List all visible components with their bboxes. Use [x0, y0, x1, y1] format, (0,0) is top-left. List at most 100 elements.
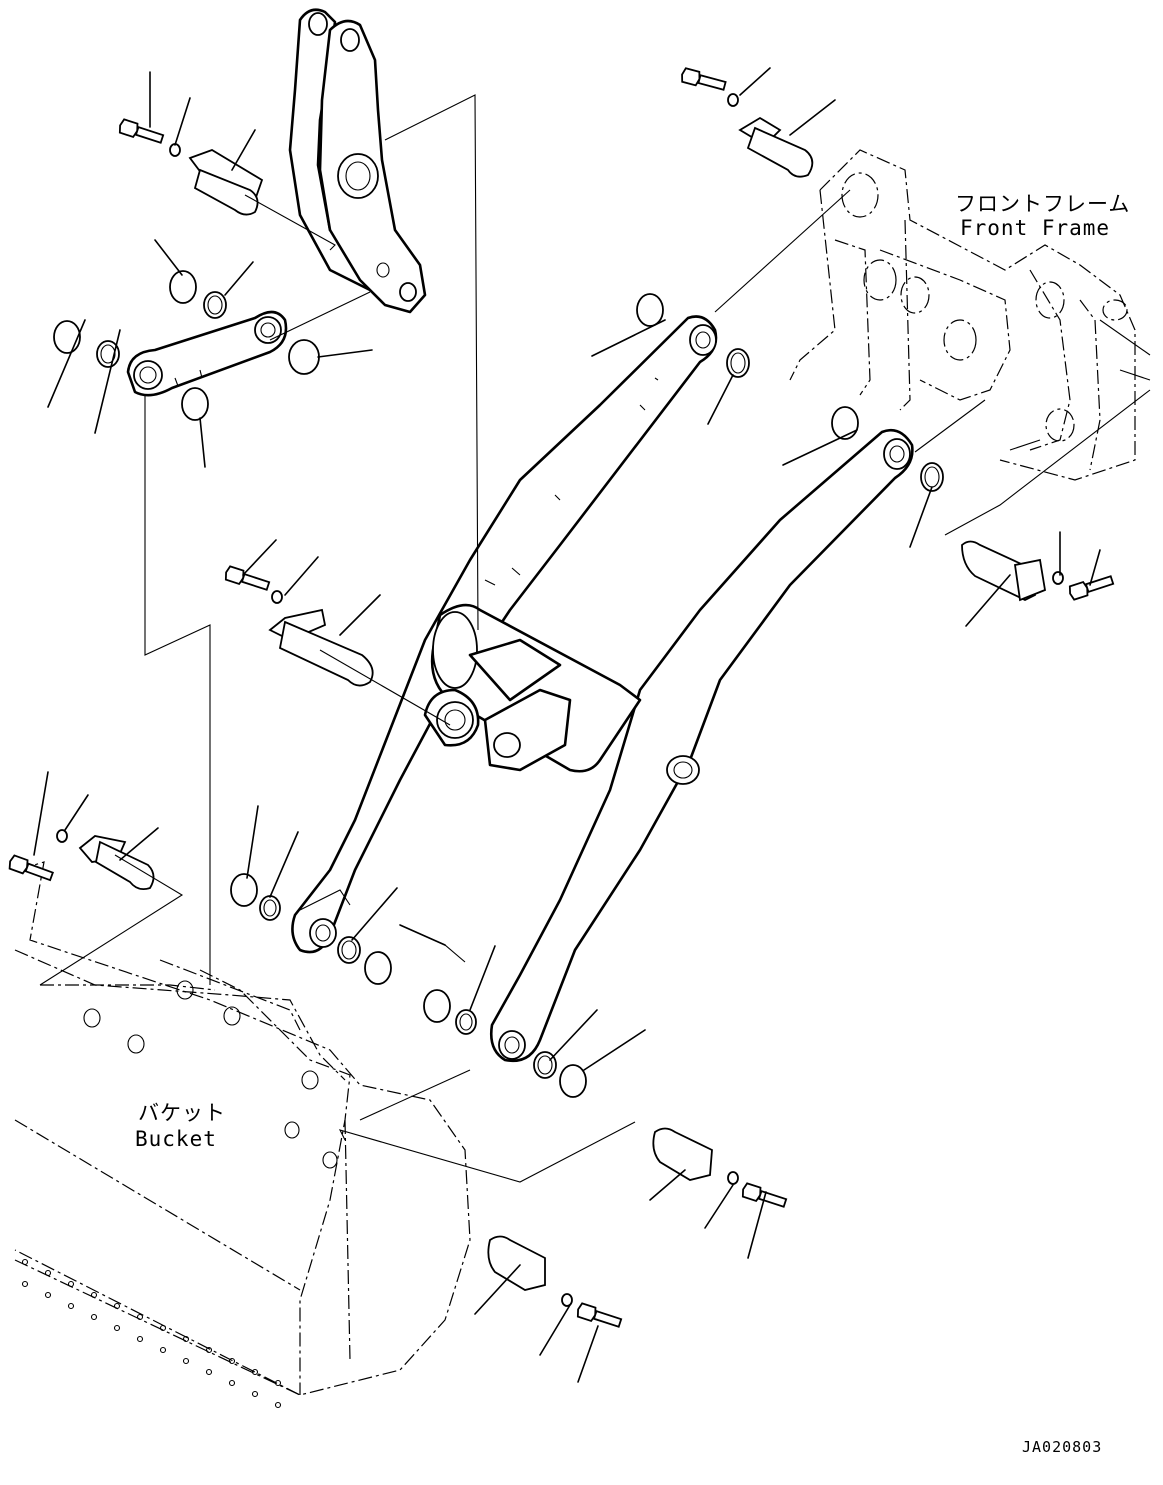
bolt-shank [134, 126, 165, 144]
bucket-hole [274, 1379, 282, 1387]
bolt-head [1068, 580, 1089, 601]
bucket-hole [44, 1269, 52, 1277]
leader-line [539, 1304, 571, 1356]
leader-line [269, 831, 299, 898]
bolt-shank [1084, 575, 1115, 593]
bucket-hole [44, 1291, 52, 1299]
shim [169, 270, 197, 304]
bolt [681, 67, 727, 91]
shim [455, 1009, 477, 1035]
bucket-hole [113, 1302, 121, 1310]
leader-line [707, 374, 734, 425]
bucket-hole [205, 1368, 213, 1376]
bucket-hole [67, 1302, 75, 1310]
bucket-outline [14, 861, 471, 1409]
shim [636, 293, 664, 327]
bucket-hole [274, 1401, 282, 1409]
shim [423, 989, 451, 1023]
leader-line [739, 67, 771, 96]
shim-inner [341, 940, 357, 960]
leader-line [339, 594, 381, 636]
washer [561, 1293, 573, 1307]
bucket-hole [136, 1313, 144, 1321]
leader-line [246, 805, 259, 879]
leader-line [549, 1009, 598, 1061]
leader-line [64, 794, 89, 831]
shim [288, 339, 320, 375]
bucket-hole [21, 1280, 29, 1288]
bucket-hole [159, 1346, 167, 1354]
bucket-hole [159, 1324, 167, 1332]
leader-line [789, 99, 836, 136]
leader-line [583, 1029, 646, 1071]
bucket-hole [113, 1324, 121, 1332]
bucket-hole [251, 1390, 259, 1398]
washer [169, 143, 181, 157]
washer [727, 93, 739, 107]
shim-inner [263, 899, 277, 917]
cross-tube [423, 567, 642, 773]
leader-line [174, 97, 191, 146]
shim [53, 320, 81, 354]
shim-inner [207, 295, 223, 315]
shim [181, 387, 209, 421]
bucket-hole [21, 1258, 29, 1266]
leader-line [154, 239, 183, 276]
leader-line [469, 945, 496, 1011]
leader-line [47, 319, 86, 408]
shim-inner [100, 344, 116, 364]
shim [230, 873, 258, 907]
bucket-hole [228, 1379, 236, 1387]
pins [78, 116, 1047, 1291]
bucket-hole [228, 1357, 236, 1365]
leader-line [284, 556, 319, 596]
front-frame-outline [789, 149, 1151, 481]
bolt [8, 854, 54, 882]
leader-line [577, 1325, 599, 1383]
tilt-link [126, 310, 288, 397]
leader-line [231, 129, 256, 171]
leader-line [351, 887, 398, 941]
leader-line [591, 319, 666, 357]
leader-line [649, 1169, 686, 1201]
shim-inner [730, 352, 746, 374]
shim [559, 1064, 587, 1098]
bolt-head [681, 67, 701, 87]
boom-arm-right [490, 428, 914, 1063]
bucket-label-en: Bucket [135, 1127, 217, 1151]
bucket-hole [205, 1346, 213, 1354]
leader-line [224, 261, 254, 296]
bucket-hole [182, 1335, 190, 1343]
bucket-hole [182, 1357, 190, 1365]
leader-line [33, 771, 49, 856]
washer [271, 590, 283, 604]
shim-inner [537, 1055, 553, 1075]
shim-inner [459, 1013, 473, 1031]
bolt-head [741, 1182, 762, 1203]
bucket-label-jp: バケット [138, 1101, 226, 1125]
washer [1052, 571, 1064, 585]
leader-line [242, 539, 277, 576]
bucket-hole [136, 1335, 144, 1343]
grouping-lines [39, 94, 1151, 1183]
bolt [224, 565, 271, 591]
shim [364, 951, 392, 985]
bolts-washers [8, 67, 1115, 1328]
bolt [118, 118, 165, 144]
washer [56, 829, 68, 843]
bucket-hole [90, 1291, 98, 1299]
bucket-hole [251, 1368, 259, 1376]
bell-crank [288, 8, 427, 314]
bolt-shank [592, 1310, 623, 1328]
boom-arm-left [291, 315, 718, 954]
washer [727, 1171, 739, 1185]
bucket-hole [90, 1313, 98, 1321]
bolt-shank [697, 74, 727, 91]
shims [53, 270, 944, 1098]
leader-line [782, 429, 858, 466]
shim [831, 406, 859, 440]
leader-line [317, 349, 373, 358]
bolt [741, 1182, 788, 1208]
